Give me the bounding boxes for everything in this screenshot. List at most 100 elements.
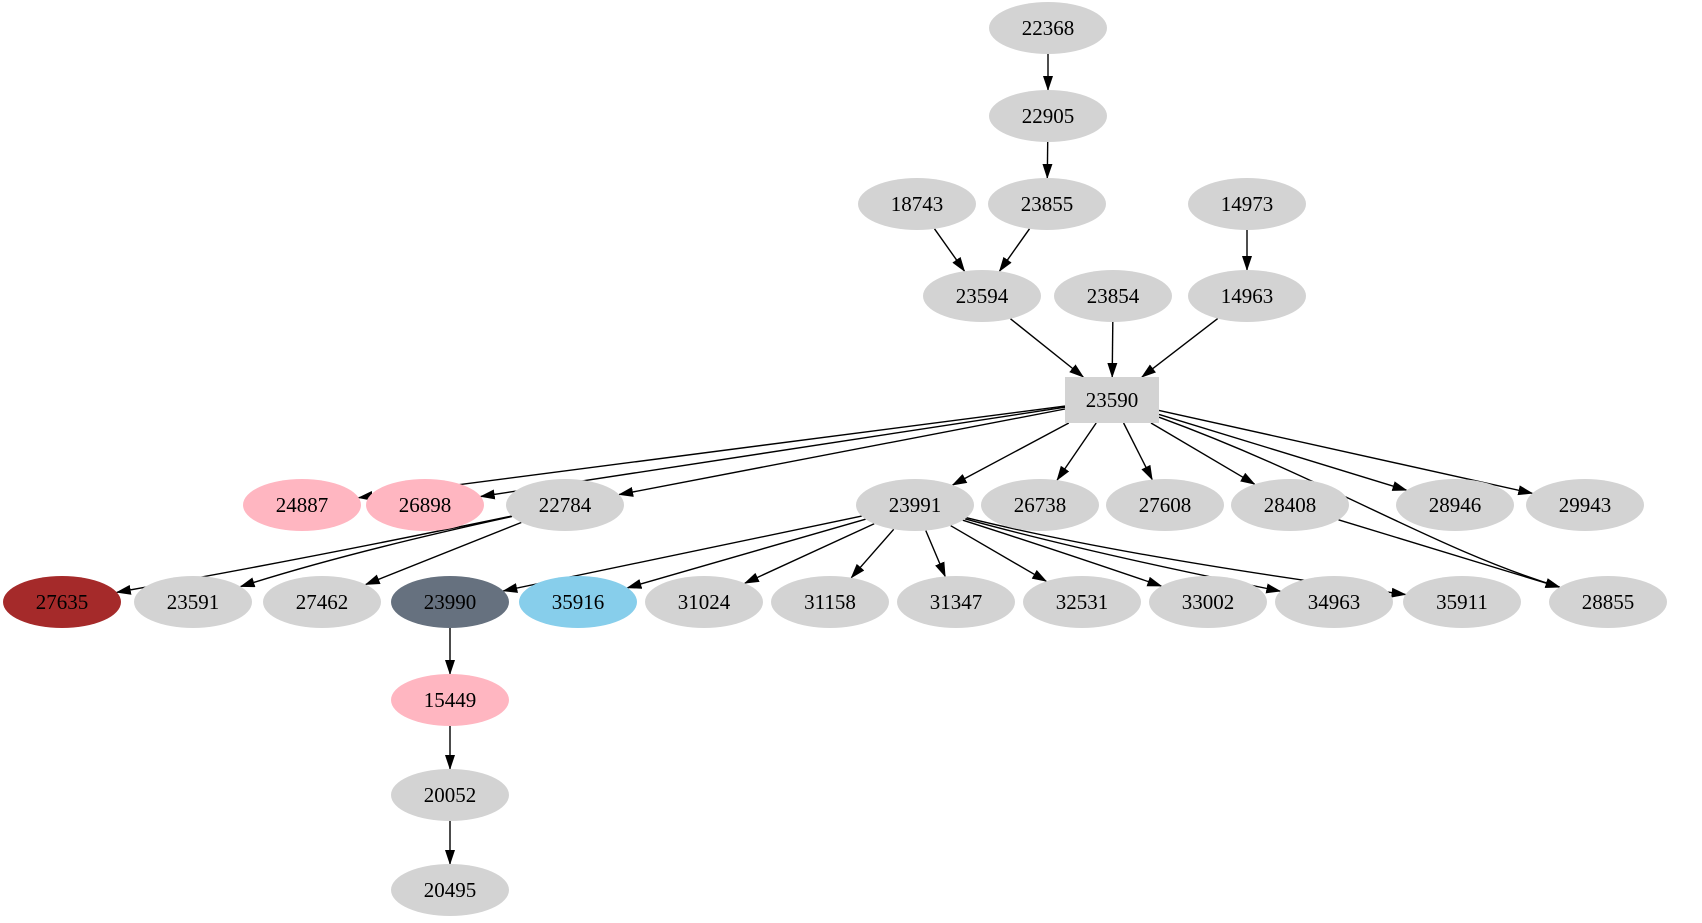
- node-27462: 27462: [263, 576, 381, 628]
- node-28946-shape: [1396, 479, 1514, 531]
- node-23591-label: 23591: [167, 590, 220, 614]
- node-31024-shape: [645, 576, 763, 628]
- node-35916: 35916: [519, 576, 637, 628]
- node-29943: 29943: [1526, 479, 1644, 531]
- node-27635-label: 27635: [36, 590, 89, 614]
- node-22368-label: 22368: [1022, 16, 1075, 40]
- edge-23991-31024: [743, 523, 875, 584]
- edge-23991-31158: [850, 528, 895, 579]
- node-28855-label: 28855: [1582, 590, 1635, 614]
- node-14963: 14963: [1188, 270, 1306, 322]
- node-23590: 23590: [1065, 377, 1159, 423]
- node-24887: 24887: [243, 479, 361, 531]
- node-23594-label: 23594: [956, 284, 1009, 308]
- node-22905-label: 22905: [1022, 104, 1075, 128]
- edge-23590-29943: [1158, 409, 1534, 496]
- node-15449-label: 15449: [424, 688, 477, 712]
- node-24887-shape: [243, 479, 361, 531]
- node-28408-label: 28408: [1264, 493, 1317, 517]
- node-22784-shape: [506, 479, 624, 531]
- node-23991: 23991: [856, 479, 974, 531]
- node-28946-label: 28946: [1429, 493, 1482, 517]
- node-33002-label: 33002: [1182, 590, 1235, 614]
- edge-23590-28855: [1158, 416, 1561, 588]
- node-22368-shape: [989, 2, 1107, 54]
- node-15449-shape: [391, 674, 509, 726]
- node-26898-label: 26898: [399, 493, 452, 517]
- node-14973-shape: [1188, 178, 1306, 230]
- node-23591-shape: [134, 576, 252, 628]
- node-32531-label: 32531: [1056, 590, 1109, 614]
- node-20052: 20052: [391, 769, 509, 821]
- node-14973-label: 14973: [1221, 192, 1274, 216]
- edge-23855-23594: [998, 228, 1031, 273]
- node-26738: 26738: [981, 479, 1099, 531]
- node-27462-label: 27462: [296, 590, 349, 614]
- node-35916-label: 35916: [552, 590, 605, 614]
- node-22905-shape: [989, 90, 1107, 142]
- node-27635-shape: [3, 576, 121, 628]
- node-28946: 28946: [1396, 479, 1514, 531]
- node-31158: 31158: [771, 576, 889, 628]
- node-31024: 31024: [645, 576, 763, 628]
- edge-23991-32531: [950, 525, 1048, 582]
- node-33002-shape: [1149, 576, 1267, 628]
- node-22368: 22368: [989, 2, 1107, 54]
- node-23590-shape: [1065, 377, 1159, 423]
- edge-14963-23590: [1141, 318, 1219, 378]
- node-33002: 33002: [1149, 576, 1267, 628]
- node-27635: 27635: [3, 576, 121, 628]
- node-28855-shape: [1549, 576, 1667, 628]
- node-14963-shape: [1188, 270, 1306, 322]
- node-20495-label: 20495: [424, 878, 477, 902]
- node-31158-label: 31158: [804, 590, 856, 614]
- node-14973: 14973: [1188, 178, 1306, 230]
- node-23594: 23594: [923, 270, 1041, 322]
- node-31347-label: 31347: [930, 590, 983, 614]
- node-15449: 15449: [391, 674, 509, 726]
- edge-23991-35916: [626, 518, 866, 589]
- node-27608: 27608: [1106, 479, 1224, 531]
- node-29943-label: 29943: [1559, 493, 1612, 517]
- node-27462-shape: [263, 576, 381, 628]
- node-23990-shape: [391, 576, 509, 628]
- node-31158-shape: [771, 576, 889, 628]
- node-23990: 23990: [391, 576, 509, 628]
- node-26738-label: 26738: [1014, 493, 1067, 517]
- edge-23590-26738: [1056, 422, 1097, 481]
- node-23991-shape: [856, 479, 974, 531]
- node-23591: 23591: [134, 576, 252, 628]
- edge-23590-28946: [1158, 413, 1408, 491]
- node-34963: 34963: [1275, 576, 1393, 628]
- node-23854: 23854: [1054, 270, 1172, 322]
- node-23854-shape: [1054, 270, 1172, 322]
- node-20052-shape: [391, 769, 509, 821]
- node-28408: 28408: [1231, 479, 1349, 531]
- node-29943-shape: [1526, 479, 1644, 531]
- node-27608-shape: [1106, 479, 1224, 531]
- node-35916-shape: [519, 576, 637, 628]
- node-31347-shape: [897, 576, 1015, 628]
- edge-18743-23594: [933, 228, 966, 273]
- node-32531-shape: [1023, 576, 1141, 628]
- edge-28408-28855: [1338, 519, 1561, 588]
- node-34963-shape: [1275, 576, 1393, 628]
- node-22784: 22784: [506, 479, 624, 531]
- node-18743: 18743: [858, 178, 976, 230]
- node-23991-label: 23991: [889, 493, 942, 517]
- node-22905: 22905: [989, 90, 1107, 142]
- node-31347: 31347: [897, 576, 1015, 628]
- edge-22784-27462: [364, 521, 522, 586]
- node-35911-shape: [1403, 576, 1521, 628]
- node-35911: 35911: [1403, 576, 1521, 628]
- node-23594-shape: [923, 270, 1041, 322]
- node-26738-shape: [981, 479, 1099, 531]
- node-23590-label: 23590: [1086, 388, 1139, 412]
- node-23855-shape: [988, 178, 1106, 230]
- node-23855: 23855: [988, 178, 1106, 230]
- edge-22784-23591: [239, 515, 513, 588]
